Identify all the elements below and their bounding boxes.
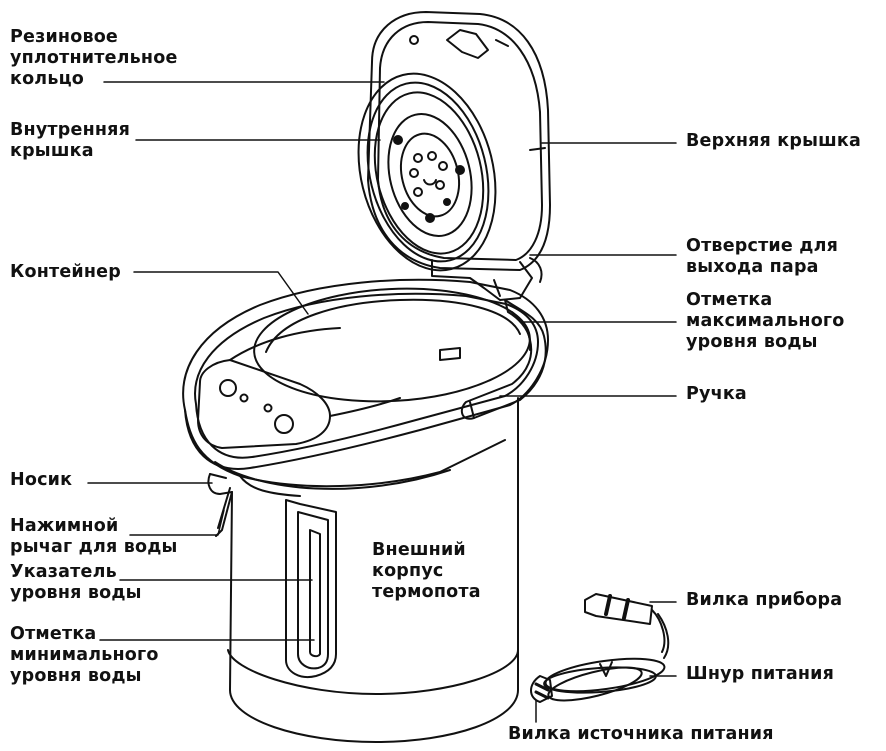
- rubber-ring-label: Резиновое уплотнительное кольцо: [10, 27, 178, 90]
- power-cord-drawing: [531, 594, 668, 707]
- inner-lid-label: Внутренняя крышка: [10, 120, 130, 162]
- inner-lid-drawing: [339, 59, 515, 285]
- press-lever-label: Нажимной рычаг для воды: [10, 516, 178, 558]
- steam-vent-label: Отверстие для выхода пара: [686, 236, 838, 278]
- power-cord-label: Шнур питания: [686, 664, 834, 685]
- container-label: Контейнер: [10, 262, 121, 283]
- handle-label: Ручка: [686, 384, 747, 405]
- outer-body-label: Внешний корпус термопота: [372, 540, 481, 603]
- level-indicator-label: Указатель уровня воды: [10, 562, 142, 604]
- appliance-plug-label: Вилка прибора: [686, 590, 842, 611]
- spout-label: Носик: [10, 470, 72, 491]
- body-top-drawing: [183, 280, 548, 496]
- top-lid-label: Верхняя крышка: [686, 131, 861, 152]
- max-mark-label: Отметка максимального уровня воды: [686, 290, 845, 353]
- mains-plug-label: Вилка источника питания: [508, 724, 774, 745]
- min-mark-label: Отметка минимального уровня воды: [10, 624, 159, 687]
